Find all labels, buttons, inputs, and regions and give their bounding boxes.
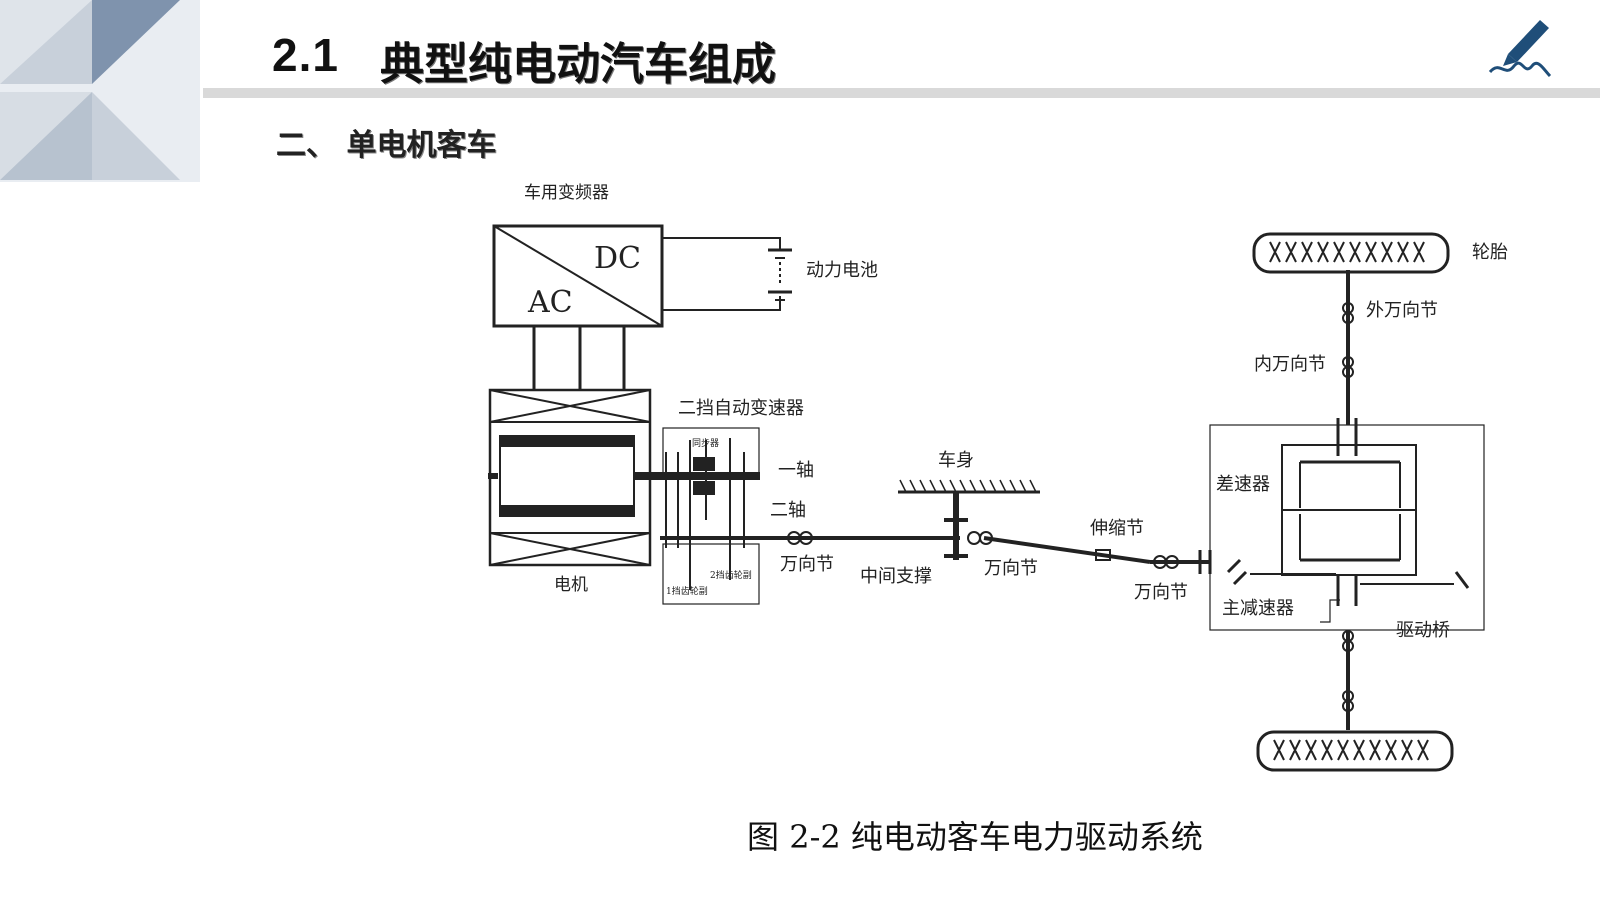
corner-decoration	[0, 0, 200, 182]
shaft2-label: 二轴	[770, 500, 806, 521]
gear1-label: 1挡齿轮副	[666, 585, 708, 597]
lower-outer-cv-joint	[1342, 690, 1354, 712]
slip-joint	[1095, 549, 1111, 561]
outer-cv-label: 外万向节	[1366, 300, 1438, 321]
page-title: 典型纯电动汽车组成	[380, 39, 776, 90]
inner-cv-label: 内万向节	[1254, 354, 1326, 375]
figure-caption: 图 2-2 纯电动客车电力驱动系统	[747, 818, 1203, 856]
title-underline-bar	[203, 88, 1600, 98]
outer-cv-joint	[1342, 302, 1354, 324]
gearbox	[634, 427, 800, 605]
gearbox-label: 二挡自动变速器	[678, 398, 804, 419]
inverter-box	[492, 224, 664, 328]
battery-symbol	[662, 237, 792, 311]
synchronizer-label: 同步器	[692, 438, 719, 449]
universal-joint-2	[967, 531, 993, 545]
drive-axle-label: 驱动桥	[1396, 620, 1450, 641]
universal-joint-1	[787, 531, 813, 545]
body-label: 车身	[938, 450, 974, 471]
tire-label: 轮胎	[1472, 242, 1508, 263]
inverter-ac-text: AC	[527, 285, 573, 320]
lower-tire	[1256, 730, 1454, 772]
car-body-mount	[898, 479, 1040, 560]
three-phase-cables	[532, 326, 626, 390]
slip-joint-label: 伸缩节	[1090, 518, 1144, 539]
upper-tire	[1252, 232, 1450, 274]
inverter-label: 车用变频器	[524, 183, 609, 203]
lower-inner-cv-joint	[1342, 630, 1354, 652]
differential-label: 差速器	[1216, 474, 1270, 495]
universal-joint-3	[1153, 555, 1179, 569]
ujoint2-label: 万向节	[984, 558, 1038, 579]
shaft1-label: 一轴	[778, 460, 814, 481]
motor	[488, 388, 652, 567]
motor-label: 电机	[554, 575, 588, 595]
inverter-dc-text: DC	[594, 241, 641, 276]
ujoint3-label: 万向节	[1134, 582, 1188, 603]
battery-label: 动力电池	[806, 260, 878, 281]
ujoint1-label: 万向节	[780, 554, 834, 575]
final-drive-label: 主减速器	[1222, 598, 1294, 619]
title-number: 2.1	[272, 29, 339, 81]
section-subtitle: 二、 单电机客车	[276, 128, 497, 163]
propeller-shaft-2	[983, 536, 1151, 564]
inner-cv-joint	[1342, 356, 1354, 378]
center-support-label: 中间支撑	[860, 566, 932, 587]
gear2-label: 2挡齿轮副	[710, 569, 752, 581]
